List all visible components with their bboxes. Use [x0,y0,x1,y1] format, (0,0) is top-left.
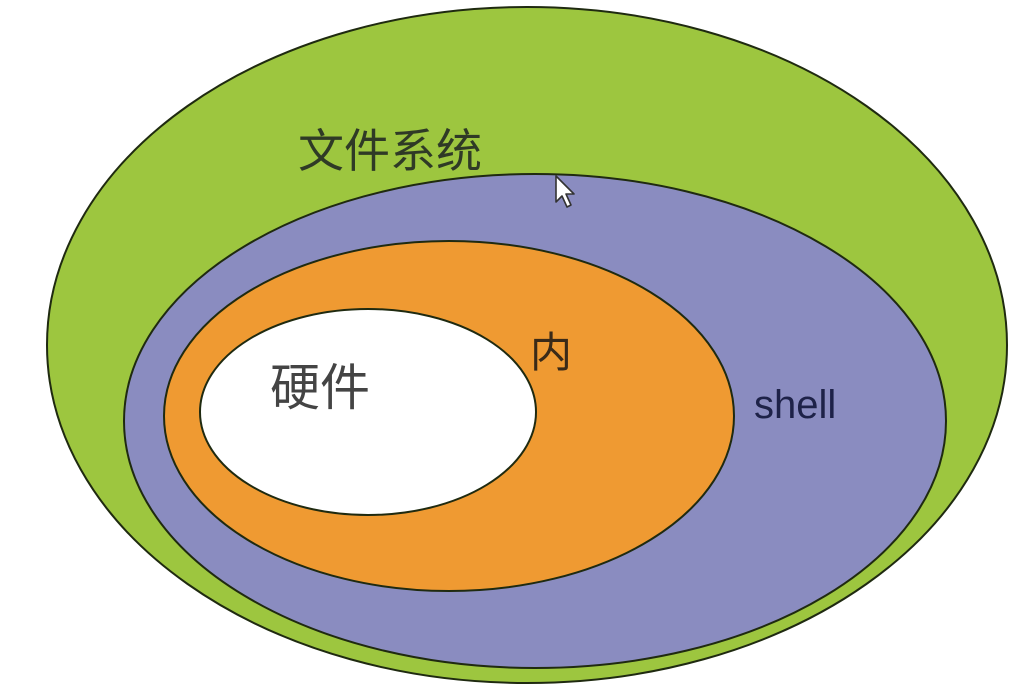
hardware-layer [199,308,537,516]
shell-label: shell [754,383,836,427]
filesystem-label: 文件系统 [298,124,482,178]
pointer-cursor-icon [555,175,575,208]
hardware-label: 硬件 [270,359,370,417]
kernel-label: 内 [530,328,572,377]
